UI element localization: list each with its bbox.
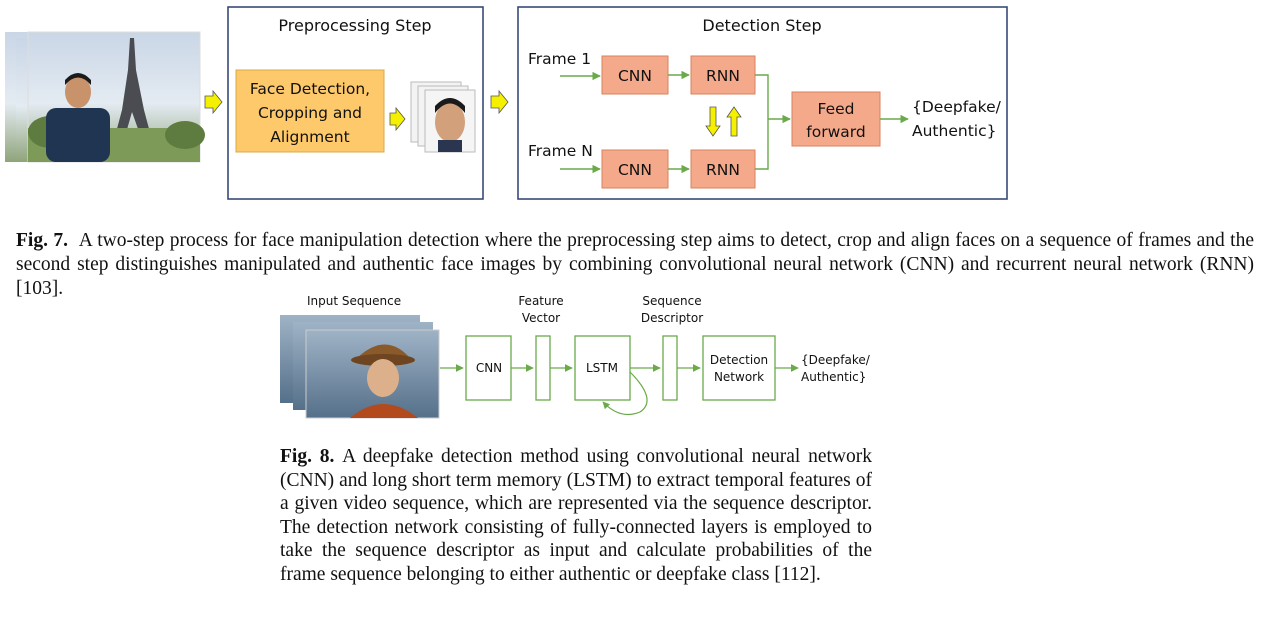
fig7-detection-title: Detection Step — [702, 16, 821, 35]
fig7-rnn-top — [690, 55, 756, 95]
fig8-feature-label-1: Feature — [518, 294, 563, 308]
fig7-yellow-arrow-2 — [389, 106, 406, 132]
fig7-preprocessing-panel — [227, 6, 484, 200]
fig8-input-photo-stack — [280, 315, 440, 419]
fig7-cnn-bottom-label: CNN — [618, 161, 652, 179]
fig7-cnn-bottom — [601, 149, 669, 189]
fig8-feature-label-2: Vector — [522, 311, 560, 325]
fig7-rnn-bottom-label: RNN — [706, 161, 740, 179]
fig8-feature-vector — [535, 335, 551, 401]
fig8-caption: Fig. 8. A deepfake detection method usin… — [280, 445, 872, 586]
fig7-input-photo-stack — [5, 31, 205, 163]
fig7-preprocess-box — [235, 69, 385, 153]
fig7-frame1-label: Frame 1 — [528, 50, 591, 68]
fig7-preprocess-line-2: Cropping and — [258, 104, 362, 122]
fig8-detection-box — [702, 335, 776, 401]
fig7-preprocessing-title: Preprocessing Step — [278, 16, 431, 35]
fig7-output-line-2: Authentic} — [912, 122, 996, 140]
fig7-caption-label: Fig. 7. — [16, 230, 68, 251]
fig8-cnn-label: CNN — [476, 361, 502, 375]
fig8-input-label: Input Sequence — [307, 294, 401, 308]
fig8-output-line-1: {Deepfake/ — [801, 353, 871, 367]
fig7-caption: Fig. 7. A two-step process for face mani… — [16, 229, 1254, 301]
fig7-frameN-label: Frame N — [528, 142, 593, 160]
fig7-output-line-1: {Deepfake/ — [912, 98, 1002, 116]
fig7-feedforward-box — [791, 91, 881, 147]
fig7-feedforward-line-1: Feed — [818, 100, 855, 118]
fig7-yellow-arrow-1 — [204, 89, 223, 115]
fig7-rnn-updown-arrows — [705, 106, 742, 137]
fig8-caption-label: Fig. 8. — [280, 446, 335, 467]
fig7-feedforward-line-2: forward — [806, 123, 865, 141]
fig8-detection-label-1: Detection — [710, 353, 768, 367]
fig7-cnn-top-label: CNN — [618, 67, 652, 85]
fig8-sequence-label-1: Sequence — [642, 294, 701, 308]
fig8-lstm-loop — [602, 371, 648, 415]
fig7-preprocess-line-3: Alignment — [270, 128, 349, 146]
fig8-lstm-label: LSTM — [586, 361, 618, 375]
fig7-caption-text: A two-step process for face manipulation… — [16, 230, 1254, 299]
fig8-caption-text: A deepfake detection method using convol… — [280, 446, 872, 585]
fig7-rnn-top-label: RNN — [706, 67, 740, 85]
fig8-sequence-label-2: Descriptor — [641, 311, 703, 325]
fig8-output-line-2: Authentic} — [801, 370, 866, 384]
fig8-cnn-box — [465, 335, 512, 401]
fig7-yellow-arrow-3 — [490, 89, 509, 115]
fig8-sequence-descriptor — [662, 335, 678, 401]
fig7-preprocess-line-1: Face Detection, — [250, 80, 370, 98]
fig7-cropped-faces — [410, 81, 476, 153]
fig7-detection-panel — [517, 6, 1008, 200]
fig8-detection-label-2: Network — [714, 370, 764, 384]
